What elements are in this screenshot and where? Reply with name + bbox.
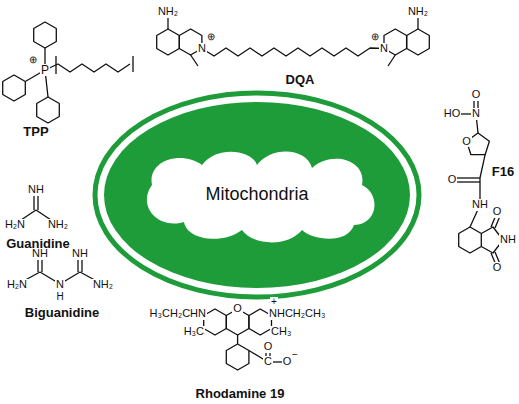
compound-name: TPP: [22, 125, 49, 139]
atom-label: NH₂: [407, 6, 429, 18]
atom-label: H₂N: [6, 279, 28, 291]
atom-label: O: [492, 206, 503, 218]
atom-label: O: [232, 303, 243, 315]
atom-label: NH: [471, 199, 489, 211]
atom-label: H: [55, 292, 64, 303]
atom-label: O: [471, 89, 482, 101]
atom-label: O: [461, 136, 472, 148]
compound-name: DQA: [285, 73, 316, 87]
atom-label: C: [263, 356, 273, 368]
atom-label: N: [471, 108, 481, 120]
atom-label: H₂N: [4, 219, 26, 231]
node-title: Mitochondria: [205, 185, 308, 205]
atom-label: HO: [443, 108, 462, 120]
atom-label: O: [263, 341, 274, 353]
atom-label: N: [197, 43, 207, 55]
atom-label: H₃CH₂CHN: [149, 308, 207, 320]
atom-label: NH: [71, 248, 89, 260]
atom-label: N: [379, 43, 389, 55]
compound-name: Biguanidine: [24, 306, 100, 320]
compound-name: Rhodamine 19: [195, 387, 286, 401]
atom-label: NH₂: [92, 279, 114, 291]
atom-label: P: [40, 64, 50, 77]
compound-name: F16: [491, 165, 515, 179]
mitochondrion-node: Mitochondria: [92, 90, 422, 300]
atom-label: O: [447, 174, 458, 186]
atom-label: NH: [27, 184, 45, 196]
atom-label: ⊕: [28, 55, 38, 66]
atom-label: O: [492, 262, 503, 274]
inner-membrane: [147, 151, 375, 242]
atom-label: NH₂: [157, 6, 179, 18]
atom-label: NH: [31, 248, 49, 260]
atom-label: NH₂: [47, 219, 69, 231]
atom-label: ⊕: [370, 32, 380, 43]
atom-label: +: [270, 297, 278, 308]
atom-label: N: [55, 279, 65, 291]
atom-label: ⊕: [206, 32, 216, 43]
atom-label: H₃C: [183, 326, 205, 338]
atom-label: CH₃: [270, 326, 292, 338]
atom-label: −: [291, 350, 299, 361]
atom-label: NH: [499, 234, 517, 246]
atom-label: NHCH₂CH₃: [268, 308, 326, 320]
